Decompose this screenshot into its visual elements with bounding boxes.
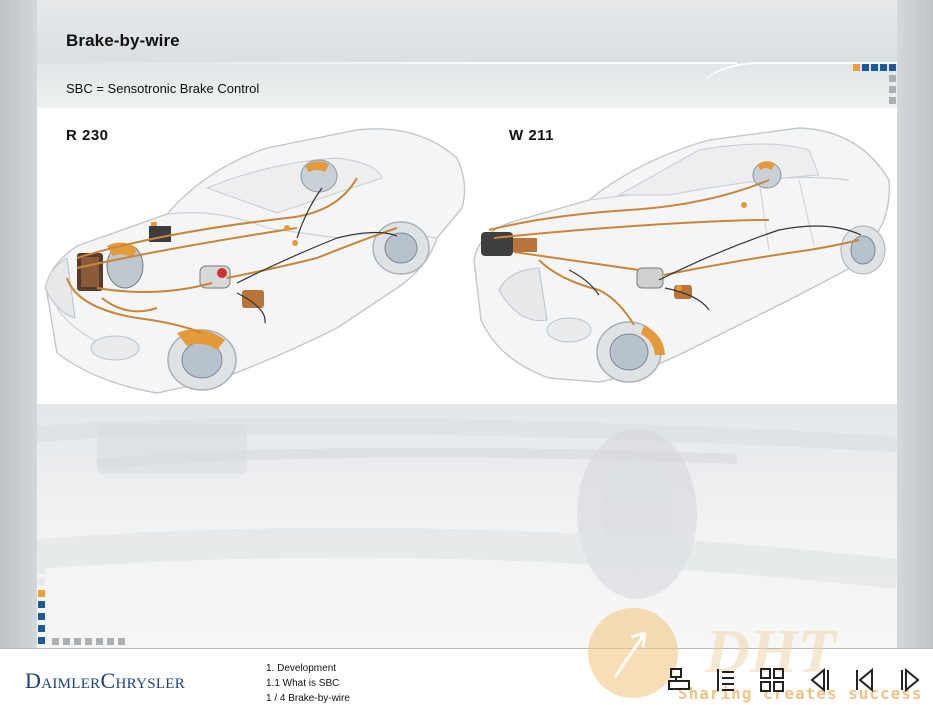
corner-square-icon xyxy=(889,97,896,104)
index-icon xyxy=(668,668,690,690)
slide-title: Brake-by-wire xyxy=(66,31,180,50)
breadcrumb-line-1[interactable]: 1. Development xyxy=(266,663,337,674)
structure-icon xyxy=(760,668,784,692)
index-button[interactable] xyxy=(665,666,693,694)
w211-car-illustration xyxy=(473,127,890,383)
corner-square-icon xyxy=(38,590,45,597)
corner-square-icon xyxy=(871,64,878,71)
corner-square-icon xyxy=(880,64,887,71)
corner-square-icon xyxy=(889,64,896,71)
corner-square-icon xyxy=(38,637,45,644)
corner-square-icon xyxy=(85,638,92,645)
background-image xyxy=(37,404,897,648)
corner-square-icon xyxy=(38,578,45,585)
figure-label-w211: W 211 xyxy=(509,127,555,144)
figure-label-r230: R 230 xyxy=(66,127,109,144)
header-rule xyxy=(37,62,737,64)
previous-button[interactable] xyxy=(805,666,833,694)
next-icon xyxy=(901,667,920,693)
next-button[interactable] xyxy=(897,666,925,694)
first-button[interactable] xyxy=(851,666,879,694)
contents-icon xyxy=(717,669,734,691)
contents-button[interactable] xyxy=(712,666,740,694)
previous-icon xyxy=(810,667,829,693)
structure-button[interactable] xyxy=(758,666,786,694)
slide-subtitle: SBC = Sensotronic Brake Control xyxy=(66,81,260,96)
header-band xyxy=(37,0,897,64)
corner-square-icon xyxy=(889,86,896,93)
corner-square-icon xyxy=(38,613,45,620)
footer-bar xyxy=(0,648,933,705)
corner-square-icon xyxy=(74,638,81,645)
corner-square-icon xyxy=(38,567,45,574)
corner-square-icon xyxy=(96,638,103,645)
header-curve xyxy=(700,62,897,102)
r230-car-illustration xyxy=(44,128,466,394)
watermark-slogan: Sharing creates success xyxy=(678,684,923,703)
blurred-car-background xyxy=(37,418,897,599)
corner-square-icon xyxy=(862,64,869,71)
corner-square-icon xyxy=(38,601,45,608)
right-rail xyxy=(897,0,933,650)
left-rail xyxy=(0,0,37,650)
figure-panel: R 230 W 211 xyxy=(37,108,897,404)
first-icon xyxy=(856,667,873,693)
corner-square-icon xyxy=(38,625,45,632)
daimlerchrysler-logo: DaimlerChrysler xyxy=(25,668,186,693)
corner-square-icon xyxy=(889,75,896,82)
corner-square-icon xyxy=(118,638,125,645)
breadcrumb-line-3[interactable]: 1 / 4 Brake-by-wire xyxy=(266,693,350,704)
breadcrumb-line-2[interactable]: 1.1 What is SBC xyxy=(266,678,340,689)
corner-square-icon xyxy=(107,638,114,645)
corner-square-icon xyxy=(63,638,70,645)
corner-square-icon xyxy=(52,638,59,645)
corner-square-icon xyxy=(853,64,860,71)
corner-square-icon xyxy=(38,556,45,563)
